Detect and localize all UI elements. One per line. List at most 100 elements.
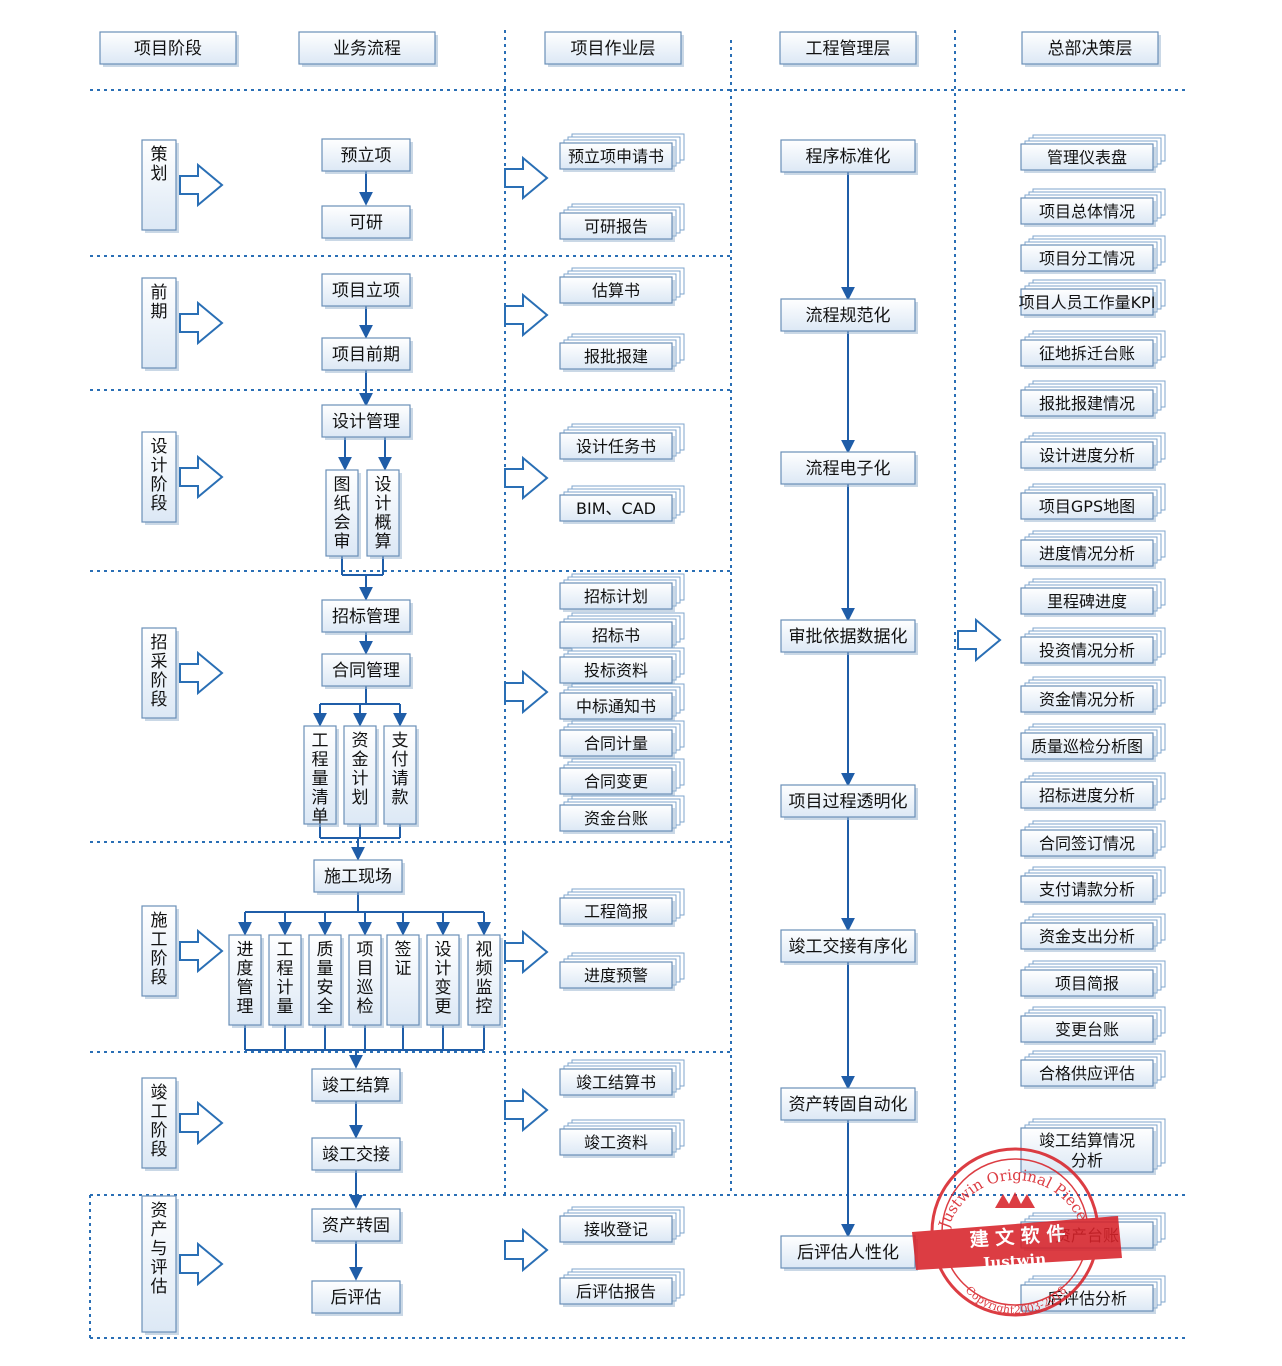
flow-bill-of-quantities-label: 工程量清单 <box>312 731 329 827</box>
engineering-step-6-label: 竣工交接有序化 <box>789 937 908 957</box>
flow-construction-sub-2: 工程计量 <box>268 934 304 1028</box>
flow-design-estimate-label: 设计概算 <box>375 475 392 552</box>
flow-connectors <box>238 171 855 1281</box>
hq-item-4-label: 项目人员工作量KPI <box>1019 293 1156 312</box>
project-arrow-7 <box>504 1227 549 1273</box>
header-flow-label: 业务流程 <box>333 39 401 59</box>
hq-arrow <box>957 617 1002 663</box>
flow-completion-handover: 竣工交接 <box>311 1137 403 1173</box>
stage-2-label: 前期 <box>151 283 168 322</box>
project-arrow-1 <box>504 155 549 201</box>
separator-lines <box>89 30 1188 1339</box>
flow-construction-sub-6-label: 设计变更 <box>435 940 452 1017</box>
hq-item-23: 后评估分析 <box>1020 1275 1166 1314</box>
flow-contract-mgmt: 合同管理 <box>321 653 413 689</box>
stage-arrow-1 <box>179 162 224 208</box>
crown-icon <box>995 1192 1035 1208</box>
stage-1-label: 策划 <box>151 145 168 184</box>
hq-item-19: 变更台账 <box>1020 1006 1166 1045</box>
project-doc-5-label: 设计任务书 <box>576 437 656 456</box>
stage-6: 竣工阶段 <box>141 1077 179 1171</box>
engineering-step-7-label: 资产转固自动化 <box>789 1095 908 1115</box>
project-doc-8: 招标书 <box>559 612 685 651</box>
stage-arrow-7 <box>179 1241 224 1287</box>
flow-asset-transfer-label: 资产转固 <box>322 1216 390 1236</box>
hq-item-3-label: 项目分工情况 <box>1039 249 1135 268</box>
engineering-step-2: 流程规范化 <box>780 298 918 334</box>
project-doc-15: 进度预警 <box>559 952 685 991</box>
hq-item-19-label: 变更台账 <box>1055 1020 1119 1039</box>
hq-item-6-label: 报批报建情况 <box>1039 394 1135 413</box>
project-doc-7-label: 招标计划 <box>584 587 648 606</box>
engineering-step-3: 流程电子化 <box>780 451 918 487</box>
hq-item-20-label: 合格供应评估 <box>1039 1064 1135 1083</box>
project-arrow-2 <box>504 292 549 338</box>
project-doc-7: 招标计划 <box>559 573 685 612</box>
flow-completion-handover-label: 竣工交接 <box>322 1145 390 1165</box>
flow-design-estimate: 设计概算 <box>366 469 402 559</box>
hq-item-13: 质量巡检分析图 <box>1020 723 1166 762</box>
project-arrow-6 <box>504 1087 549 1133</box>
hq-item-17: 资金支出分析 <box>1020 913 1166 952</box>
header-project-layer-label: 项目作业层 <box>571 39 656 59</box>
project-doc-17: 竣工资料 <box>559 1119 685 1158</box>
flow-post-evaluation-label: 后评估 <box>331 1288 382 1308</box>
project-arrow-3 <box>504 455 549 501</box>
project-doc-12: 合同变更 <box>559 758 685 797</box>
flow-construction-sub-3-label: 质量安全 <box>317 940 334 1017</box>
project-doc-5: 设计任务书 <box>559 423 685 462</box>
flow-construction-sub-6: 设计变更 <box>426 934 462 1028</box>
flow-construction-sub-5: 签证 <box>386 934 422 1028</box>
hq-item-9-label: 进度情况分析 <box>1039 544 1135 563</box>
flow-fund-plan-label: 资金计划 <box>352 731 369 808</box>
flow-construction-sub-1-label: 进度管理 <box>237 940 254 1017</box>
flow-payment-request-label: 支付请款 <box>392 731 409 808</box>
flow-construction-sub-4: 项目巡检 <box>348 934 384 1028</box>
flow-bidding-mgmt-label: 招标管理 <box>332 607 400 627</box>
stage-2: 前期 <box>141 277 179 371</box>
project-doc-6-label: BIM、CAD <box>576 499 656 518</box>
project-doc-14: 工程简报 <box>559 888 685 927</box>
project-doc-19-label: 后评估报告 <box>576 1282 656 1301</box>
flow-pre-approval-label: 预立项 <box>341 146 392 166</box>
hq-item-10: 里程碑进度 <box>1020 578 1166 617</box>
project-doc-13-label: 资金台账 <box>584 809 648 828</box>
project-doc-9-label: 投标资料 <box>584 661 648 680</box>
header-stage: 项目阶段 <box>99 31 239 67</box>
stage-arrow-2 <box>179 300 224 346</box>
hq-item-16-label: 支付请款分析 <box>1039 880 1135 899</box>
flow-construction-sub-4-label: 项目巡检 <box>357 940 374 1017</box>
project-doc-14-label: 工程简报 <box>584 902 648 921</box>
project-doc-12-label: 合同变更 <box>584 772 648 791</box>
project-doc-15-label: 进度预警 <box>584 966 648 985</box>
stage-6-label: 竣工阶段 <box>151 1083 168 1160</box>
project-arrow-5 <box>504 929 549 975</box>
project-doc-1: 预立项申请书 <box>559 133 685 172</box>
engineering-step-1-label: 程序标准化 <box>806 147 891 167</box>
project-doc-16-label: 竣工结算书 <box>576 1073 656 1092</box>
project-doc-2: 可研报告 <box>559 203 685 242</box>
flow-preliminary-label: 项目前期 <box>332 345 400 365</box>
flow-contract-mgmt-label: 合同管理 <box>332 661 400 681</box>
project-doc-17-label: 竣工资料 <box>584 1133 648 1152</box>
engineering-step-5: 项目过程透明化 <box>780 784 918 820</box>
stage-1: 策划 <box>141 139 179 233</box>
flow-project-approval: 项目立项 <box>321 273 413 309</box>
hq-item-1-label: 管理仪表盘 <box>1047 148 1127 167</box>
flow-fund-plan: 资金计划 <box>343 725 379 827</box>
hq-item-4: 项目人员工作量KPI <box>1019 279 1166 318</box>
hq-item-12: 资金情况分析 <box>1020 676 1166 715</box>
project-doc-18-label: 接收登记 <box>584 1220 648 1239</box>
project-doc-19: 后评估报告 <box>559 1268 685 1307</box>
engineering-step-8-label: 后评估人性化 <box>797 1243 899 1263</box>
project-doc-11: 合同计量 <box>559 720 685 759</box>
hq-item-18: 项目简报 <box>1020 960 1166 999</box>
flow-design-mgmt: 设计管理 <box>321 404 413 440</box>
project-doc-10-label: 中标通知书 <box>576 697 656 716</box>
engineering-step-6: 竣工交接有序化 <box>780 929 918 965</box>
project-doc-9: 投标资料 <box>559 647 685 686</box>
hq-item-1: 管理仪表盘 <box>1020 134 1166 173</box>
project-doc-8-label: 招标书 <box>592 626 640 645</box>
flow-construction-sub-1: 进度管理 <box>228 934 264 1028</box>
